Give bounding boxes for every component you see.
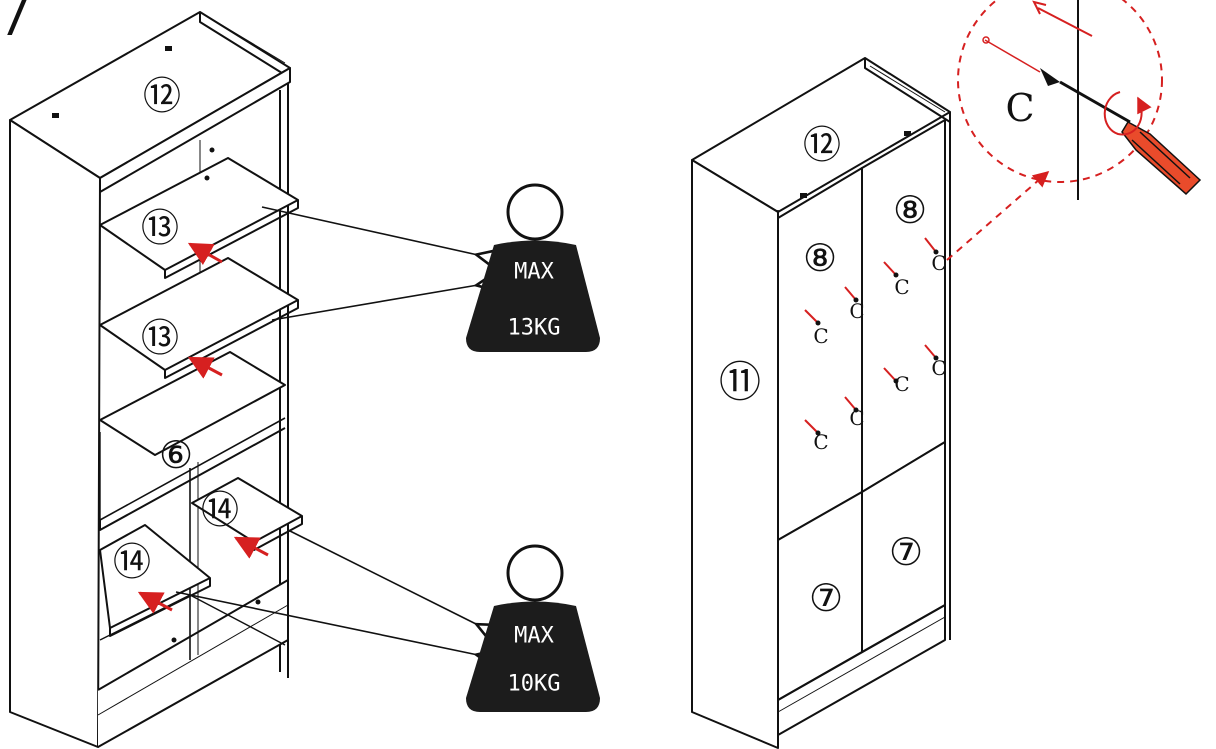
weight-badge-lower: MAX 10KG [466, 544, 600, 712]
right-cabinet [691, 57, 951, 749]
screwdriver-icon [1121, 120, 1202, 196]
weight-badge-upper: MAX 13KG [466, 183, 600, 352]
pin-arrow-icon [187, 356, 223, 379]
part-label-14-left: ⑭ [113, 540, 151, 584]
svg-text:C: C [813, 324, 828, 348]
part-label-6: ⑥ [159, 433, 193, 477]
pin-arrow-icon [137, 591, 173, 614]
detail-callout: C [946, 0, 1202, 261]
part-label-7-left: ⑦ [809, 576, 843, 620]
weight-lower-line2: 10KG [508, 672, 561, 697]
upper-door-right [861, 119, 946, 493]
left-shelf-pin-arrows [137, 242, 269, 614]
svg-text:C: C [931, 251, 946, 275]
svg-text:C: C [849, 406, 864, 430]
weight-icon [506, 183, 564, 241]
svg-text:C: C [849, 299, 864, 323]
door-hardware: C C C C C C C C [804, 237, 947, 454]
pin-arrow-icon [187, 242, 223, 266]
svg-text:C: C [931, 356, 946, 380]
part-label-13-upper: ⑬ [141, 206, 179, 250]
part-label-11: ⑪ [719, 358, 761, 407]
screw-icon [982, 36, 1131, 124]
svg-text:C: C [894, 372, 909, 396]
svg-text:C: C [894, 275, 909, 299]
rotation-arrow-icon [1103, 91, 1152, 136]
part-label-12-right: ⑫ [803, 123, 841, 167]
left-side-panel [9, 119, 101, 748]
pin-arrow-icon [233, 536, 269, 559]
right-side-panel [691, 159, 779, 749]
weight-upper-line2: 13KG [508, 316, 561, 341]
svg-text:C: C [813, 430, 828, 454]
weight-pointer-arrows [175, 206, 478, 655]
weight-lower-line1: MAX [514, 624, 554, 649]
part-label-12: ⑫ [143, 74, 181, 118]
part-label-8-left: ⑧ [803, 236, 837, 280]
weight-upper-line1: MAX [514, 260, 554, 285]
part-label-8-right: ⑧ [893, 188, 927, 232]
weight-icon [506, 544, 564, 602]
part-label-13-middle: ⑬ [141, 316, 179, 360]
left-bookcase [9, 11, 303, 748]
step-number: 7 [0, 0, 35, 51]
part-label-14-right: ⑭ [201, 488, 239, 532]
upper-door-left [777, 167, 863, 541]
detail-hardware-letter: C [1005, 86, 1034, 130]
part-label-7-right: ⑦ [889, 530, 923, 574]
